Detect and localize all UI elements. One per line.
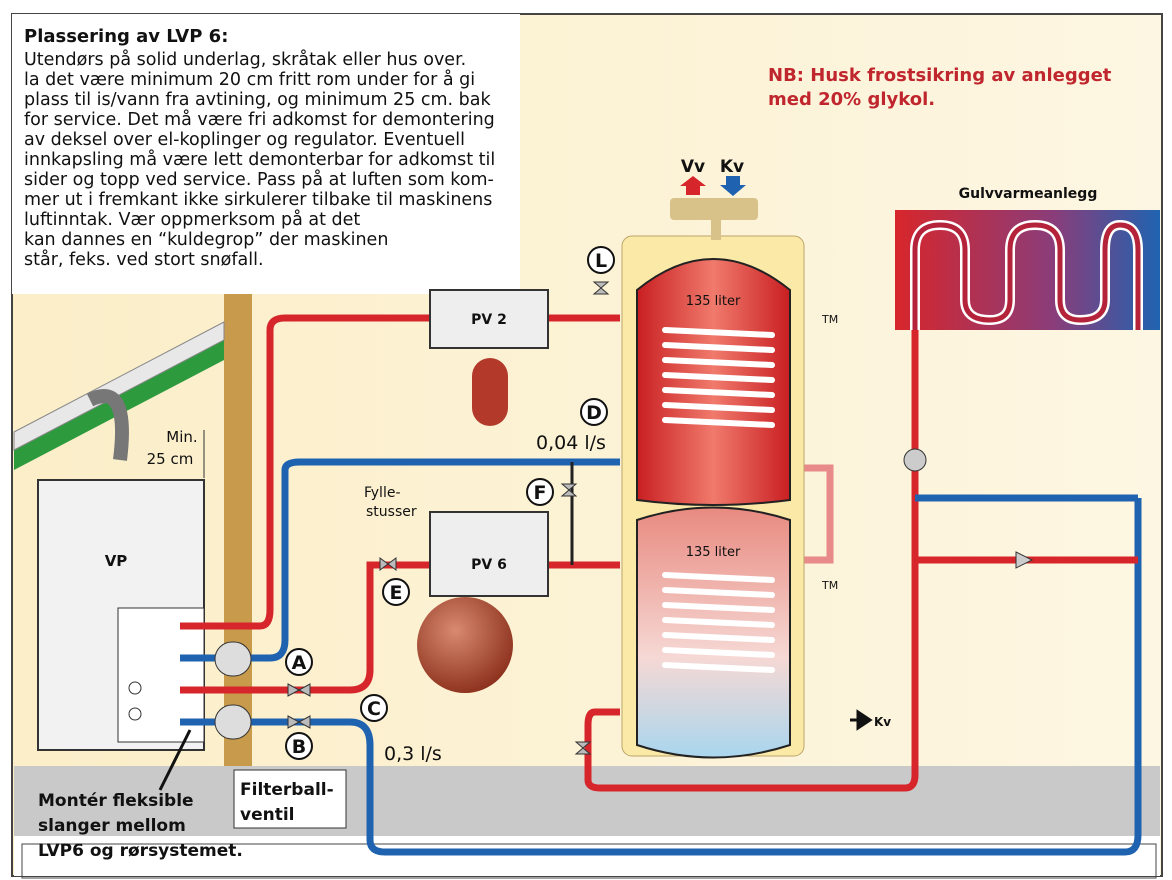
hose-caption: Montér fleksible bbox=[38, 791, 194, 811]
antifreeze-note: NB: Husk frostsikring av anlegget bbox=[768, 65, 1112, 86]
filter-caption: Filterball- bbox=[240, 780, 334, 800]
lower-tank-volume: 135 liter bbox=[686, 545, 741, 560]
filter-caption: ventil bbox=[240, 805, 295, 825]
svg-text:innkapsling må være lett demon: innkapsling må være lett demonterbar for… bbox=[24, 149, 495, 170]
valve-E-label: E bbox=[390, 582, 403, 604]
svg-text:sider og topp ved service. Pas: sider og topp ved service. Pass på at lu… bbox=[24, 169, 494, 190]
clearance-label: 25 cm bbox=[147, 450, 194, 468]
upper-tank-volume: 135 liter bbox=[686, 294, 741, 309]
svg-text:kan dannes en “kuldegrop” der: kan dannes en “kuldegrop” der maskinen bbox=[24, 230, 388, 250]
pv2-tank bbox=[472, 358, 508, 426]
heating-coils bbox=[662, 327, 775, 673]
valve-D-label: D bbox=[586, 402, 602, 424]
cold-inlet-arrow-icon bbox=[850, 709, 873, 731]
cold-inlet-label: Kv bbox=[874, 715, 891, 729]
flow-rate-B: 0,3 l/s bbox=[384, 743, 442, 765]
intro-body: Utendørs på solid underlag, skråtak elle… bbox=[24, 49, 495, 270]
svg-text:av deksel over el-koplinger og: av deksel over el-koplinger og regulator… bbox=[24, 130, 465, 150]
valve-icons bbox=[287, 281, 610, 755]
cold-water-arrow-icon bbox=[720, 176, 746, 196]
hot-water-label: Vv bbox=[681, 157, 705, 177]
valve-markers: L D F E A C B bbox=[285, 246, 615, 760]
pv2-label: PV 2 bbox=[471, 312, 507, 328]
filter-ball-valve-upper bbox=[214, 641, 252, 677]
fill-port-label: stusser bbox=[366, 504, 417, 520]
valve-C-label: C bbox=[367, 698, 381, 720]
upper-tank bbox=[636, 258, 791, 506]
valve-L-label: L bbox=[595, 250, 607, 272]
floor-heating-label: Gulvvarmeanlegg bbox=[959, 186, 1098, 202]
hose-caption: slanger mellom bbox=[38, 816, 186, 836]
check-valve-icon bbox=[1015, 551, 1034, 569]
valve-A-label: A bbox=[292, 652, 307, 674]
antifreeze-note: med 20% glykol. bbox=[768, 89, 935, 110]
fill-port-label: Fylle- bbox=[364, 485, 401, 501]
svg-text:for service. Det må være fri a: for service. Det må være fri adkomst for… bbox=[24, 109, 495, 130]
svg-text:Utendørs på solid underlag, sk: Utendørs på solid underlag, skråtak elle… bbox=[24, 49, 466, 70]
thermometer-upper-label: TM bbox=[821, 313, 838, 326]
pv6-label: PV 6 bbox=[471, 557, 507, 573]
clearance-label: Min. bbox=[166, 428, 197, 446]
valve-B-label: B bbox=[292, 736, 306, 758]
thermometer-lower-label: TM bbox=[821, 579, 838, 592]
svg-text:plass til is/vann fra avtining: plass til is/vann fra avtining, og minim… bbox=[24, 90, 492, 110]
circulation-pump-icon bbox=[903, 448, 927, 472]
svg-text:står, feks. ved stort snøfall.: står, feks. ved stort snøfall. bbox=[24, 249, 264, 270]
cold-water-label: Kv bbox=[720, 157, 744, 177]
airflow-arrow-icon bbox=[86, 389, 129, 461]
pv6-tank bbox=[417, 597, 513, 693]
lower-tank bbox=[636, 506, 791, 759]
svg-text:luftinntak. Vær oppmerksom på: luftinntak. Vær oppmerksom på at det bbox=[24, 209, 360, 230]
expansion-vessel-pv6 bbox=[429, 511, 549, 597]
bottom-strip bbox=[14, 836, 1160, 876]
hose-caption: LVP6 og rørsystemet. bbox=[38, 841, 243, 861]
flow-rate-D: 0,04 l/s bbox=[536, 432, 606, 454]
svg-text:la det være minimum 20 cm frit: la det være minimum 20 cm fritt rom unde… bbox=[24, 69, 475, 90]
svg-text:mer ut i fremkant ikke sirkule: mer ut i fremkant ikke sirkulerer tilbak… bbox=[24, 190, 492, 210]
intro-title: Plassering av LVP 6: bbox=[24, 26, 228, 47]
expansion-vessel-pv2 bbox=[429, 289, 549, 349]
house-wall bbox=[224, 294, 252, 766]
valve-F-label: F bbox=[534, 482, 547, 504]
intro-text-panel bbox=[12, 14, 520, 294]
filter-caption-box bbox=[233, 769, 347, 829]
heat-pump-label: VP bbox=[105, 552, 128, 570]
filter-ball-valve-lower bbox=[214, 704, 252, 740]
mixing-valve bbox=[670, 198, 758, 220]
hot-water-arrow-icon bbox=[680, 176, 706, 195]
